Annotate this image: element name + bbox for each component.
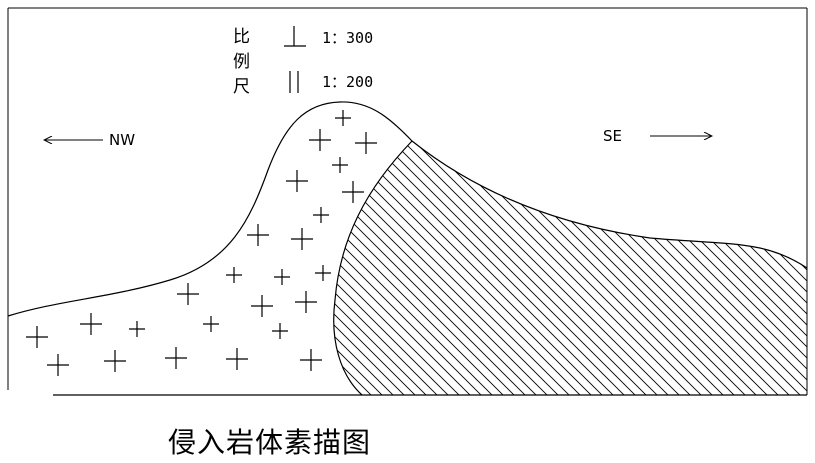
- hatch-line: [394, 141, 696, 395]
- hatch-line: [333, 141, 553, 395]
- hatch-line: [790, 141, 807, 395]
- granite-symbols: [26, 110, 377, 376]
- hatch-line: [614, 141, 807, 395]
- vertical-scale-ratio: 1：200: [322, 73, 373, 91]
- surface-profile-line: [7, 101, 808, 317]
- scale-label-char-3: 尺: [233, 77, 250, 97]
- hatch-line: [333, 141, 421, 395]
- granite-plus-symbol: [165, 347, 187, 369]
- hatch-line: [333, 141, 586, 395]
- granite-plus-symbol: [226, 267, 242, 283]
- granite-plus-symbol: [286, 170, 308, 192]
- hatch-line: [405, 141, 707, 395]
- granite-plus-symbol: [313, 207, 329, 223]
- granite-plus-symbol: [300, 349, 322, 371]
- hatch-line: [416, 141, 718, 395]
- granite-plus-symbol: [203, 316, 219, 332]
- hatch-line: [10, 100, 310, 400]
- se-direction-label: SE: [603, 127, 622, 145]
- hatch-line: [0, 100, 211, 400]
- contact-boundary-line: [333, 140, 413, 396]
- hatch-line: [735, 141, 807, 395]
- hatch-line: [350, 141, 652, 395]
- hatch-line: [333, 141, 465, 395]
- horizontal-scale-ratio: 1：300: [322, 29, 373, 47]
- hatch-line: [333, 141, 630, 395]
- hatch-line: [333, 141, 520, 395]
- granite-plus-symbol: [295, 291, 317, 313]
- hatch-line: [702, 141, 807, 395]
- granite-plus-symbol: [226, 348, 248, 370]
- hatch-line: [636, 141, 807, 395]
- hatch-line: [504, 141, 806, 395]
- hatch-line: [361, 141, 663, 395]
- hatch-line: [333, 141, 531, 395]
- horizontal-scale-symbol: [284, 26, 306, 47]
- hatch-line: [0, 100, 200, 400]
- hatch-line: [333, 141, 399, 395]
- hatch-line: [339, 141, 641, 395]
- granite-plus-symbol: [129, 321, 145, 337]
- hatch-line: [333, 141, 575, 395]
- hatch-line: [383, 141, 685, 395]
- granite-plus-symbol: [274, 269, 290, 285]
- hatch-line: [768, 141, 807, 395]
- hatch-line: [333, 141, 608, 395]
- vertical-scale-symbol: [289, 71, 299, 93]
- hatch-line: [471, 141, 773, 395]
- hatch-line: [0, 100, 299, 400]
- scale-label-char-2: 例: [233, 52, 250, 72]
- hatch-line: [438, 141, 740, 395]
- hatch-line: [515, 141, 807, 395]
- granite-plus-symbol: [309, 129, 331, 151]
- granite-plus-symbol: [47, 354, 69, 376]
- granite-plus-symbol: [355, 132, 377, 154]
- hatch-line: [0, 100, 277, 400]
- granite-plus-symbol: [342, 181, 364, 203]
- hatch-line: [493, 141, 795, 395]
- granite-plus-symbol: [315, 265, 331, 281]
- hatch-line: [333, 141, 476, 395]
- hatch-line: [32, 100, 332, 400]
- scale-label-char-1: 比: [233, 27, 250, 47]
- hatch-line: [333, 141, 432, 395]
- granite-plus-symbol: [335, 110, 351, 126]
- granite-plus-symbol: [80, 313, 102, 335]
- hatch-line: [333, 141, 410, 395]
- hatch-line: [449, 141, 751, 395]
- hatch-line: [0, 100, 288, 400]
- hatch-line: [333, 141, 619, 395]
- granite-plus-symbol: [251, 295, 273, 317]
- hatch-line: [333, 141, 355, 395]
- hatch-line: [21, 100, 321, 400]
- hatch-line: [333, 141, 344, 395]
- granite-plus-symbol: [272, 323, 288, 339]
- nw-direction-label: NW: [109, 131, 135, 149]
- hatch-line: [333, 141, 542, 395]
- hatch-line: [333, 141, 443, 395]
- granite-plus-symbol: [332, 157, 348, 173]
- granite-plus-symbol: [177, 283, 199, 305]
- hatch-line: [746, 141, 807, 395]
- hatch-line: [333, 141, 498, 395]
- hatch-line: [333, 141, 454, 395]
- hatch-line: [680, 141, 807, 395]
- hatch-line: [460, 141, 762, 395]
- diagram-caption: 侵入岩体素描图: [168, 426, 372, 459]
- granite-plus-symbol: [247, 224, 269, 246]
- hatch-line: [333, 141, 509, 395]
- hatch-line: [427, 141, 729, 395]
- granite-plus-symbol: [291, 228, 313, 250]
- hatch-line: [779, 141, 807, 395]
- hatch-line: [333, 141, 597, 395]
- hatch-line: [570, 141, 807, 395]
- granite-plus-symbol: [104, 350, 126, 372]
- hatch-line: [526, 141, 807, 395]
- hatch-line: [333, 141, 564, 395]
- hatch-line: [333, 141, 487, 395]
- hatch-line: [482, 141, 784, 395]
- granite-plus-symbol: [26, 326, 48, 348]
